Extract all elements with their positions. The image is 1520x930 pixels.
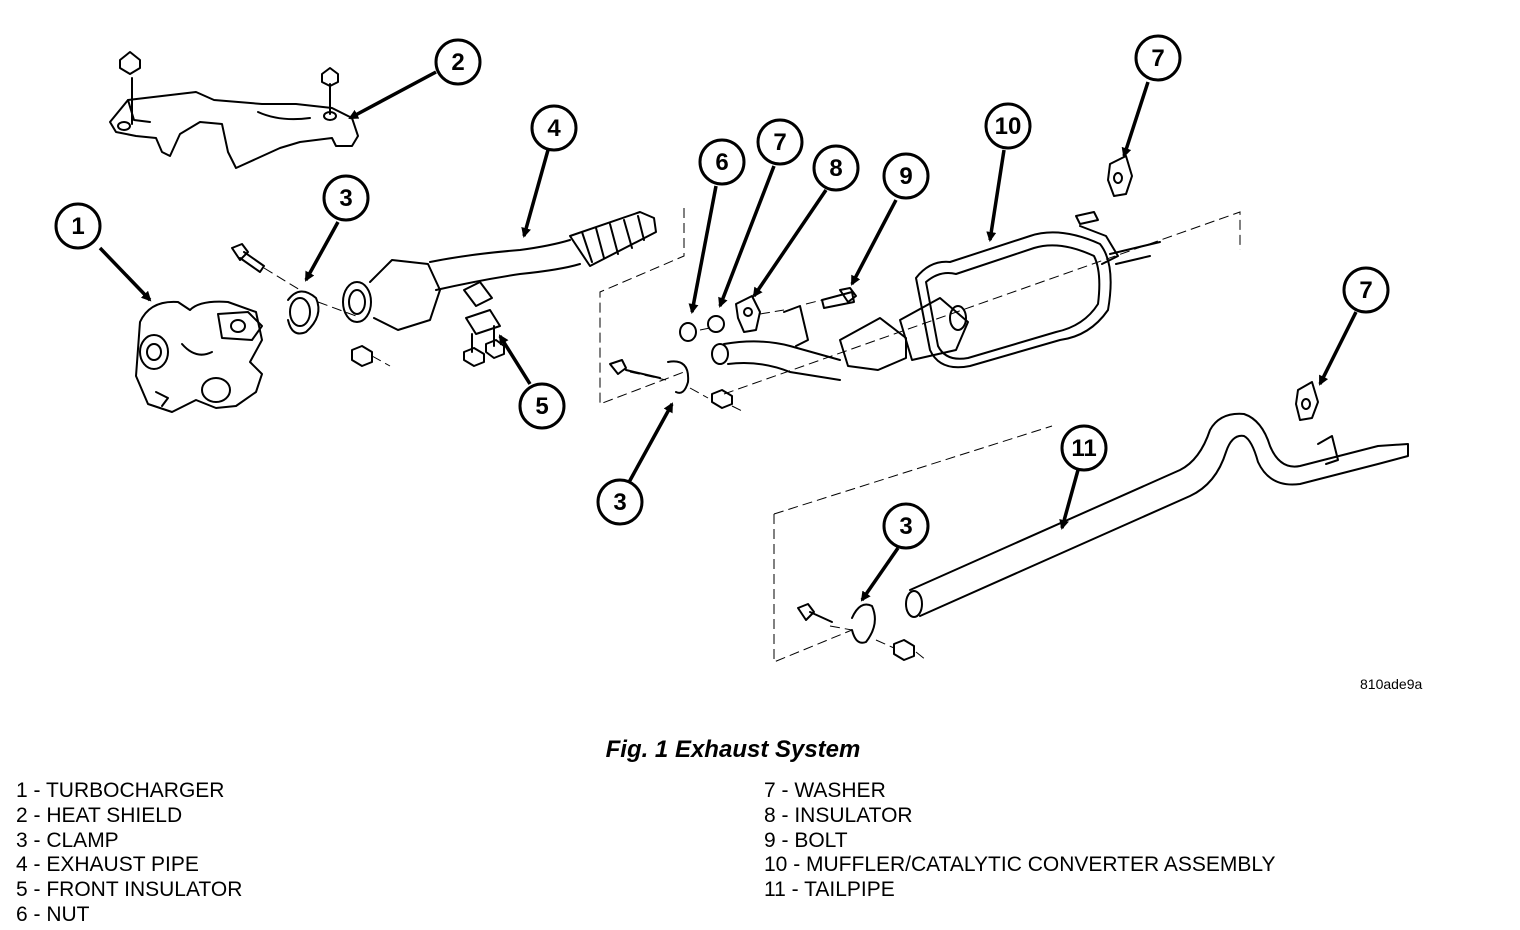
callout-number: 7 bbox=[1359, 277, 1372, 304]
legend-item: 8 - INSULATOR bbox=[764, 803, 913, 827]
callout-8: 8 bbox=[812, 144, 860, 192]
legend-item: 3 - CLAMP bbox=[16, 828, 119, 852]
callout-3a: 3 bbox=[322, 174, 370, 222]
legend-item: 10 - MUFFLER/CATALYTIC CONVERTER ASSEMBL… bbox=[764, 853, 1276, 877]
callout-6: 6 bbox=[698, 138, 746, 186]
tailpipe-part bbox=[905, 412, 1409, 618]
callout-number: 2 bbox=[451, 49, 464, 76]
callout-4: 4 bbox=[530, 104, 578, 152]
turbocharger-part bbox=[135, 300, 263, 413]
callout-number: 7 bbox=[773, 129, 786, 156]
callout-3b: 3 bbox=[596, 478, 644, 526]
muffler-assembly-part bbox=[899, 211, 1161, 369]
callout-7c: 7 bbox=[1342, 266, 1390, 314]
callout-7a: 7 bbox=[756, 118, 804, 166]
callout-number: 4 bbox=[547, 115, 561, 142]
callout-number: 1 bbox=[71, 213, 84, 240]
right-insulators-part bbox=[1107, 155, 1319, 421]
callout-7b: 7 bbox=[1134, 34, 1182, 82]
front-insulator-part bbox=[463, 309, 505, 367]
legend-item: 9 - BOLT bbox=[764, 828, 848, 852]
heat-shield-part bbox=[109, 51, 359, 169]
exhaust-system-diagram: 1 2 3 4 5 6 7 8 9 10 7 7 bbox=[54, 34, 1409, 663]
legend-item: 7 - WASHER bbox=[764, 779, 886, 802]
callout-number: 8 bbox=[829, 155, 842, 182]
legend-right-column: 7 - WASHER 8 - INSULATOR 9 - BOLT 10 - M… bbox=[764, 779, 1276, 903]
legend-left-column: 1 - TURBOCHARGER 2 - HEAT SHIELD 3 - CLA… bbox=[16, 779, 242, 928]
legend-item: 4 - EXHAUST PIPE bbox=[16, 853, 199, 877]
assembly-lines bbox=[131, 90, 1241, 663]
callout-5: 5 bbox=[518, 382, 566, 430]
reference-code: 810ade9a bbox=[1360, 676, 1423, 692]
legend-item: 6 - NUT bbox=[16, 902, 90, 926]
callout-2: 2 bbox=[434, 38, 482, 86]
callout-number: 3 bbox=[339, 185, 352, 212]
exhaust-pipe-part bbox=[342, 211, 657, 331]
figure-title: Fig. 1 Exhaust System bbox=[605, 736, 861, 763]
legend-item: 2 - HEAT SHIELD bbox=[16, 803, 183, 827]
callout-number: 7 bbox=[1151, 45, 1164, 72]
middle-hardware-part bbox=[679, 287, 857, 342]
upper-clamp-part bbox=[231, 243, 373, 367]
callout-number: 10 bbox=[995, 113, 1022, 140]
callout-number: 3 bbox=[899, 513, 912, 540]
callout-number: 5 bbox=[535, 393, 548, 420]
callout-number: 9 bbox=[899, 163, 912, 190]
leader-arrows bbox=[98, 70, 1358, 602]
mid-pipe-part bbox=[609, 305, 907, 409]
callout-1: 1 bbox=[54, 202, 102, 250]
lower-clamp-part bbox=[797, 603, 915, 661]
legend-item: 11 - TAILPIPE bbox=[764, 878, 895, 902]
legend-item: 1 - TURBOCHARGER bbox=[16, 779, 225, 802]
callout-number: 11 bbox=[1071, 435, 1096, 462]
callout-number: 3 bbox=[613, 489, 626, 516]
callout-11: 11 bbox=[1060, 424, 1108, 472]
callout-10: 10 bbox=[984, 102, 1032, 150]
legend-item: 5 - FRONT INSULATOR bbox=[16, 878, 243, 902]
callout-number: 6 bbox=[715, 149, 728, 176]
callout-3c: 3 bbox=[882, 502, 930, 550]
callout-9: 9 bbox=[882, 152, 930, 200]
